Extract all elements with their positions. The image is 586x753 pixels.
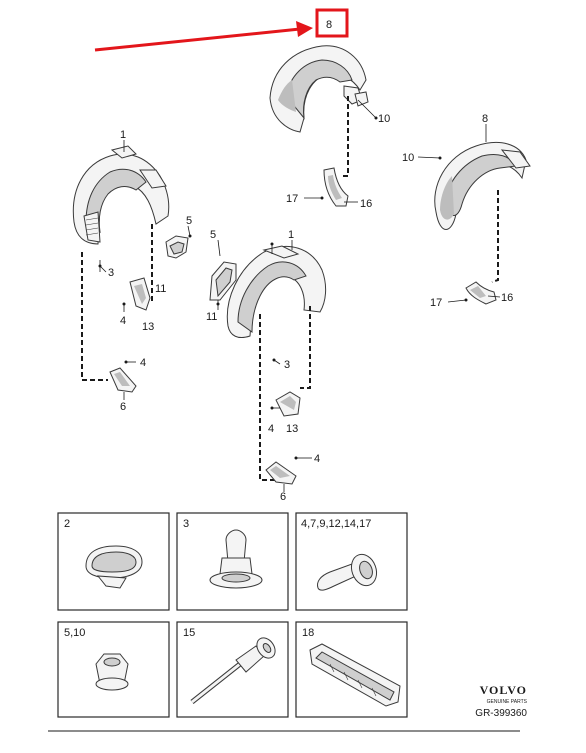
highlight-arrow (94, 21, 313, 52)
callout-3-left: 3 (108, 267, 114, 279)
bracket-13-left (129, 277, 151, 311)
callout-4-mid: 4 (268, 423, 274, 435)
clip-5-left (165, 235, 189, 259)
callout-6-left: 6 (120, 401, 126, 413)
highlight-box (315, 8, 349, 38)
diagram-code: GR-399360 (475, 708, 527, 719)
callout-16-right: 16 (501, 292, 513, 304)
callout-10-right: 10 (402, 152, 414, 164)
push-pin-drawing (317, 553, 378, 591)
callout-8-top: 8 (326, 19, 332, 31)
wheel-liner-top (269, 45, 369, 133)
callout-10-top: 10 (378, 113, 390, 125)
callout-6-mid: 6 (280, 491, 286, 503)
callout-5-mid: 5 (210, 229, 216, 241)
bracket-6-left (109, 367, 137, 393)
fastener-box-label-4-7-9-12-14-17: 4,7,9,12,14,17 (301, 518, 371, 530)
brand-subtitle: GENUINE PARTS (486, 699, 527, 705)
callout-4-left-b: 4 (140, 357, 146, 369)
rivet-3-drawing (209, 529, 263, 589)
fastener-box-label-2: 2 (64, 518, 70, 530)
wheel-liner-middle (226, 245, 327, 339)
wheel-liner-left (72, 145, 170, 245)
callout-13-mid: 13 (286, 423, 298, 435)
callout-4-left: 4 (120, 315, 126, 327)
strip-18-drawing (309, 643, 401, 707)
callout-1-mid: 1 (288, 229, 294, 241)
bracket-16-right (465, 281, 497, 305)
callout-4-mid-b: 4 (314, 453, 320, 465)
brand-block: VOLVO GENUINE PARTS GR-399360 (447, 683, 527, 719)
callout-11-mid: 11 (206, 311, 217, 323)
fastener-box-label-15: 15 (183, 627, 195, 639)
brand-logo: VOLVO (479, 683, 527, 697)
callout-3-mid: 3 (284, 359, 290, 371)
fastener-box-label-3: 3 (183, 518, 189, 530)
nut-clip-drawing (95, 653, 129, 691)
callout-13-left: 13 (142, 321, 154, 333)
bracket-13-mid (275, 391, 301, 417)
fastener-grid: 2 3 4,7,9,12,14,17 5,10 15 18 (57, 512, 408, 718)
callout-17-right: 17 (430, 297, 442, 309)
callout-11-left: 11 (155, 283, 166, 295)
fastener-box-label-5-10: 5,10 (64, 627, 85, 639)
bracket-6-mid (265, 461, 297, 485)
clip-2-drawing (85, 545, 143, 589)
fastener-box-label-18: 18 (302, 627, 314, 639)
wheel-liner-right (434, 142, 531, 230)
callout-16-top: 16 (360, 198, 372, 210)
callout-5-left: 5 (186, 215, 192, 227)
callout-17-top: 17 (286, 193, 298, 205)
callout-1-left: 1 (120, 129, 126, 141)
blind-rivet-drawing (190, 637, 276, 704)
bracket-16-top (323, 167, 349, 207)
callout-8-right: 8 (482, 113, 488, 125)
clip-5-mid (209, 261, 237, 301)
